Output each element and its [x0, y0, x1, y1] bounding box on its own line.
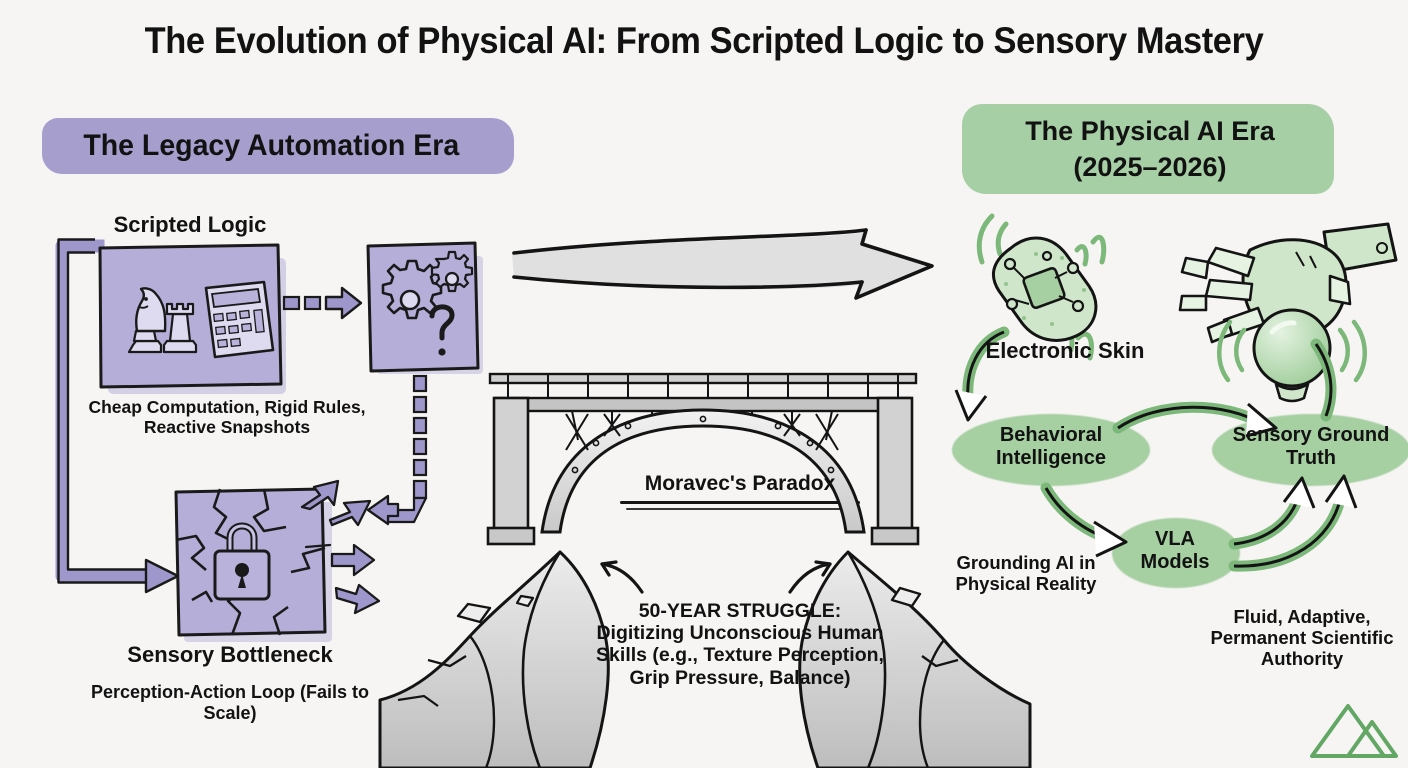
- arrow-vla-to-sensory: [1228, 476, 1316, 550]
- legacy-era-highlight: [42, 118, 514, 174]
- chess-knight-icon: [127, 287, 167, 354]
- fluid-adaptive-caption: Fluid, Adaptive, Permanent Scientific Au…: [1210, 606, 1394, 670]
- small-gear-icon: [430, 250, 474, 293]
- moravecs-paradox-label: Moravec's Paradox: [644, 472, 836, 495]
- era-transition-arrow: [512, 228, 934, 300]
- sphere-vibration-waves: [1217, 319, 1367, 383]
- physical-ai-era-line1: The Physical AI Era: [1025, 116, 1275, 146]
- padlock-icon: [213, 522, 271, 601]
- rebound-arrows: [304, 499, 381, 615]
- vla-models-node: VLA Models: [1140, 528, 1210, 573]
- struggle-pointer-arrows: [600, 560, 832, 594]
- physical-ai-era-line2: (2025–2026): [1073, 152, 1227, 182]
- grounding-ai-caption: Grounding AI in Physical Reality: [955, 552, 1097, 595]
- physical-ai-era-header: The Physical AI Era (2025–2026): [960, 104, 1340, 185]
- scripted-logic-label: Scripted Logic: [113, 212, 267, 237]
- question-gears-box: [366, 241, 483, 374]
- mountain-logo-icon: [1310, 704, 1398, 758]
- sensory-bottleneck-box: [174, 479, 381, 642]
- arch-bridge-icon: [486, 372, 920, 546]
- chess-rook-icon: [162, 302, 198, 354]
- moravec-underline-1: [620, 501, 860, 504]
- circuit-nodes: [1003, 250, 1085, 313]
- fingers: [1178, 246, 1352, 344]
- sensory-bottleneck-caption: Sensory Bottleneck: [127, 642, 333, 667]
- sensory-ground-truth-node: Sensory Ground Truth: [1232, 424, 1390, 469]
- circuit-traces: [1013, 267, 1074, 305]
- perception-action-loop-caption: Perception-Action Loop (Fails to Scale): [91, 682, 369, 723]
- moravec-underline-2: [626, 508, 852, 510]
- fifty-year-struggle-caption: 50-YEAR STRUGGLE: Digitizing Unconscious…: [596, 600, 884, 689]
- gear-icon: [381, 259, 443, 320]
- vla-node-blob: [1112, 518, 1240, 588]
- question-mark-icon: [429, 304, 455, 356]
- scripted-to-question-arrow: [282, 286, 363, 320]
- page-title: The Evolution of Physical AI: From Scrip…: [144, 20, 1264, 61]
- calculator-icon: [204, 280, 275, 359]
- scripted-logic-box: [98, 243, 286, 394]
- arrow-vla-outer-to-sensory: [1228, 474, 1358, 572]
- arrow-sensory-to-hand: [1310, 338, 1337, 422]
- electronic-skin-sensor-icon: [976, 213, 1107, 361]
- legacy-era-header: The Legacy Automation Era: [83, 129, 460, 162]
- cheap-computation-caption: Cheap Computation, Rigid Rules, Reactive…: [88, 397, 366, 437]
- electronic-skin-label: Electronic Skin: [985, 338, 1145, 363]
- physical-ai-era-highlight: [962, 104, 1334, 194]
- robotic-hand-holding-sphere-icon: [1178, 222, 1398, 403]
- signal-waves-top: [976, 213, 1107, 267]
- incoming-left-arrows: [300, 479, 340, 511]
- behavioral-intelligence-node: Behavioral Intelligence: [995, 424, 1107, 469]
- crack-lines: [175, 488, 326, 636]
